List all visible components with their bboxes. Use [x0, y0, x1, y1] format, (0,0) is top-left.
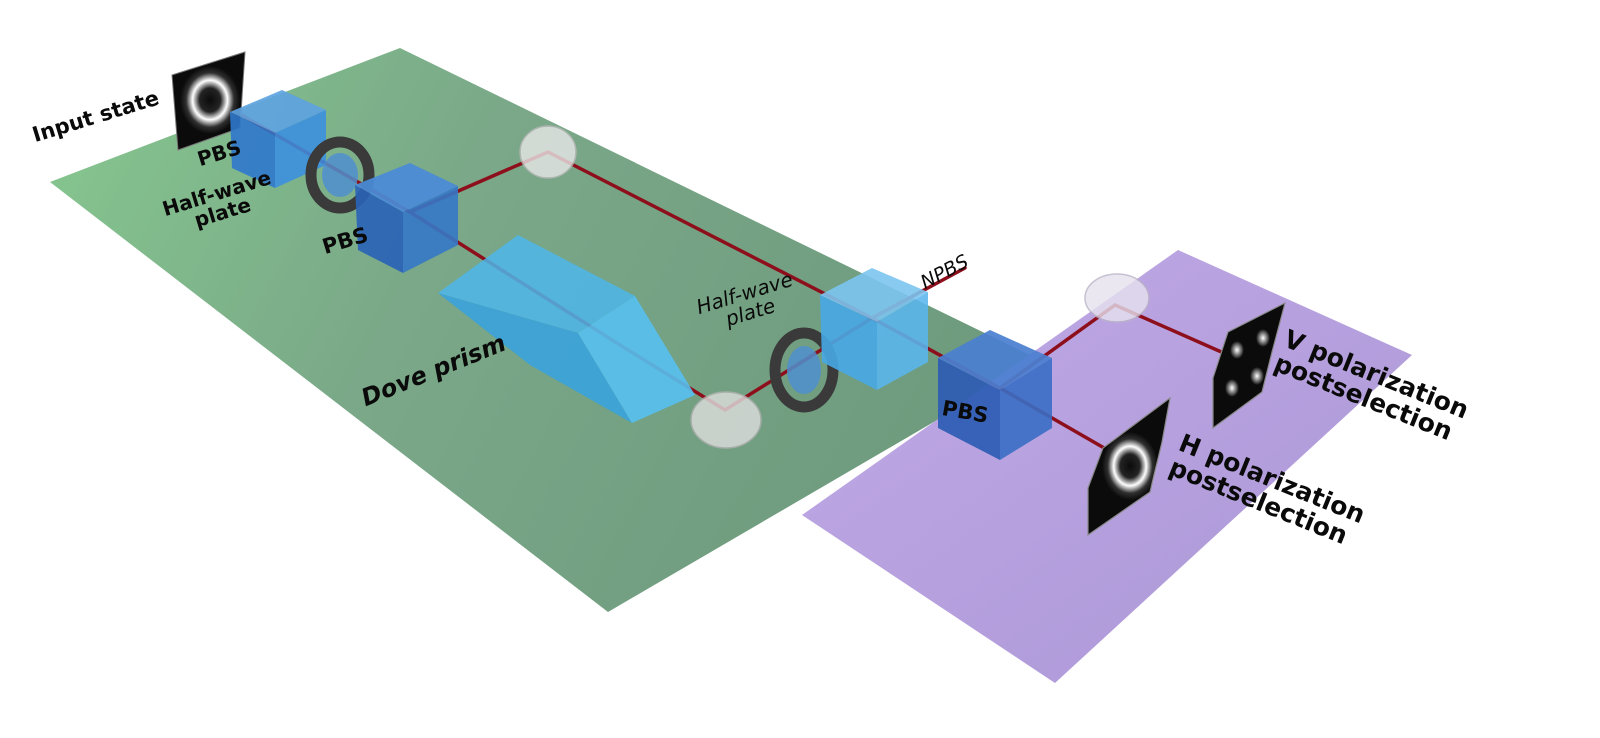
- mirror-purple: [1084, 273, 1150, 323]
- mirror-lower: [690, 391, 762, 449]
- v-polarization-screen: [1212, 301, 1286, 430]
- pbs-cube-2: [355, 163, 458, 273]
- input-state-screen: [171, 51, 246, 151]
- dove-prism: [438, 235, 695, 423]
- half-wave-plate-1: [305, 136, 375, 214]
- npbs-cube: [820, 268, 928, 390]
- half-wave-plate-2: [769, 327, 839, 413]
- h-polarization-screen: [1087, 396, 1171, 537]
- pbs-cube-3: [938, 330, 1052, 460]
- mirror-upper: [519, 125, 577, 179]
